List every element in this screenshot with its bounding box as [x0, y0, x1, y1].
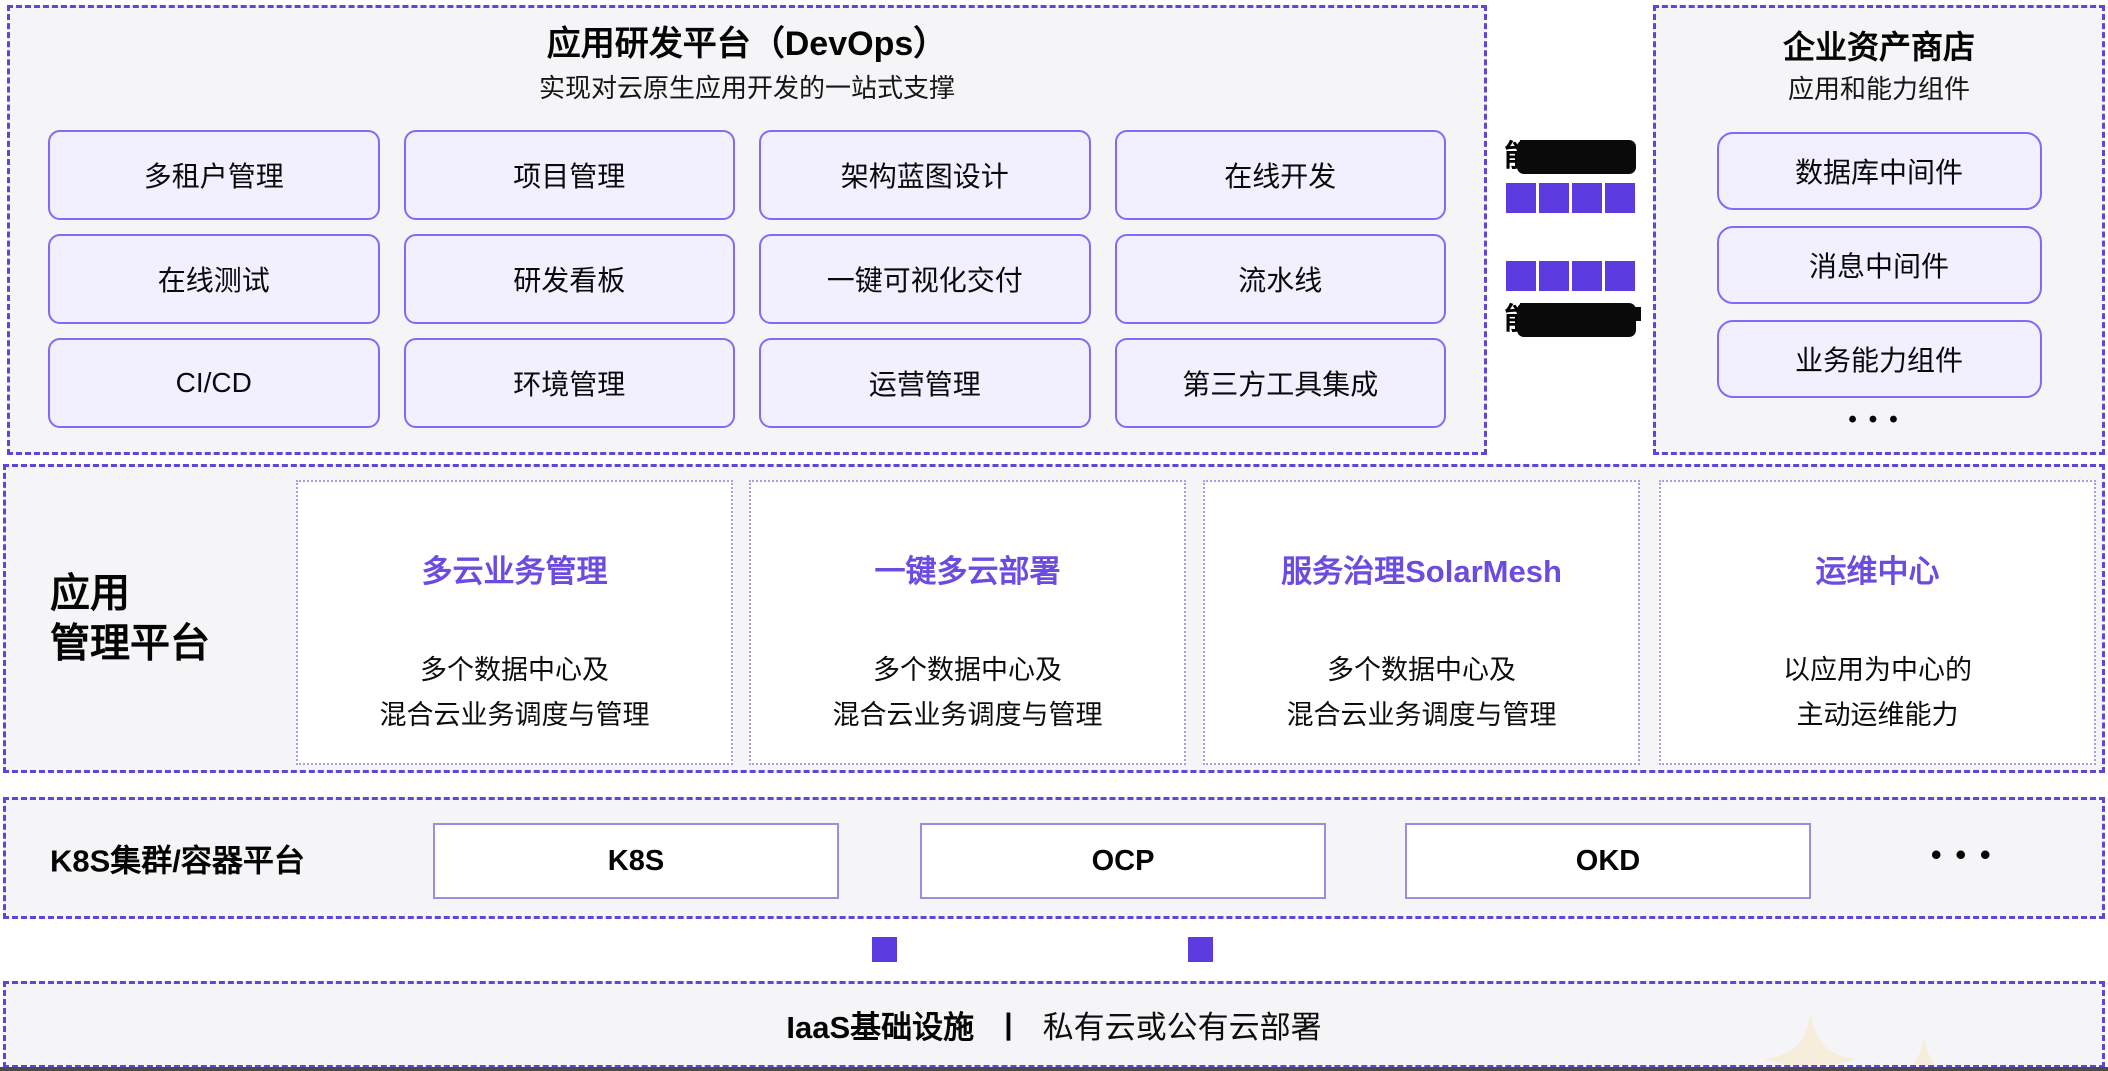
sparkle-decoration [1763, 1012, 1858, 1065]
capability-pill-multi-tenant: 多租户管理 [48, 129, 380, 220]
card-description: 多个数据中心及 混合云业务调度与管理 [298, 648, 731, 737]
capability-pill-pipeline: 流水线 [1114, 233, 1446, 324]
card-one-click-deploy: 一键多云部署 多个数据中心及 混合云业务调度与管理 [749, 480, 1186, 765]
redaction-nub [1632, 307, 1641, 321]
capability-pill-dev-board: 研发看板 [403, 233, 735, 324]
app-management-label-line2: 管理平台 [50, 621, 210, 666]
asset-item-business-capability: 业务能力组件 [1716, 319, 2042, 398]
capability-pill-online-dev: 在线开发 [1114, 129, 1446, 220]
bottom-window-edge [0, 1067, 2108, 1071]
card-desc-line: 多个数据中心及 [420, 655, 609, 686]
purple-square [1505, 261, 1536, 291]
devops-panel-subtitle: 实现对云原生应用开发的一站式支撑 [538, 72, 955, 103]
card-title: 服务治理SolarMesh [1281, 554, 1562, 589]
k8s-band-label: K8S集群/容器平台 [50, 843, 305, 879]
purple-square [1538, 261, 1569, 291]
asset-item-message-middleware: 消息中间件 [1716, 225, 2042, 304]
card-description: 多个数据中心及 混合云业务调度与管理 [751, 648, 1184, 737]
iaas-deploy-label: 私有云或公有云部署 [1042, 1010, 1322, 1045]
exchange-squares-row-top [1505, 183, 1635, 213]
sparkle-decoration [1912, 1036, 1936, 1065]
card-desc-line: 多个数据中心及 [873, 655, 1062, 686]
exchange-top-label: 能 [1504, 140, 1636, 174]
asset-store-subtitle: 应用和能力组件 [1787, 74, 1970, 105]
asset-item-database-middleware: 数据库中间件 [1716, 131, 2042, 210]
exchange-bottom-label: 能 [1504, 303, 1641, 337]
asset-store-title: 企业资产商店 [1782, 29, 1975, 65]
purple-square [1571, 261, 1602, 291]
app-management-band: 应用 管理平台 多云业务管理 多个数据中心及 混合云业务调度与管理 一键多云部署… [3, 464, 2105, 773]
k8s-box: K8S [433, 823, 839, 899]
asset-more-dots: ••• [1848, 405, 1910, 433]
card-desc-line: 混合云业务调度与管理 [1286, 699, 1557, 730]
purple-square [1571, 183, 1602, 213]
capability-pill-visual-delivery: 一键可视化交付 [759, 233, 1091, 324]
exchange-squares-row-bottom [1505, 261, 1635, 291]
capability-exchange-column: 能 能 [1487, 5, 1653, 455]
card-service-governance: 服务治理SolarMesh 多个数据中心及 混合云业务调度与管理 [1203, 480, 1640, 765]
connector-square [1188, 937, 1213, 962]
card-desc-line: 混合云业务调度与管理 [832, 699, 1103, 730]
connector-square [872, 937, 897, 962]
card-title: 运维中心 [1815, 554, 1940, 589]
devops-panel-title: 应用研发平台（DevOps） [546, 25, 948, 63]
card-desc-line: 多个数据中心及 [1327, 655, 1516, 686]
card-desc-line: 以应用为中心的 [1783, 655, 1972, 686]
purple-square [1604, 183, 1635, 213]
card-desc-line: 主动运维能力 [1796, 699, 1959, 730]
redaction-bar [1517, 303, 1641, 337]
card-title: 一键多云部署 [874, 554, 1061, 589]
k8s-more-dots: ••• [1931, 838, 2005, 872]
capability-pill-online-test: 在线测试 [48, 233, 380, 324]
card-description: 多个数据中心及 混合云业务调度与管理 [1205, 648, 1638, 737]
capability-pill-third-party: 第三方工具集成 [1114, 337, 1446, 428]
card-multicloud-business: 多云业务管理 多个数据中心及 混合云业务调度与管理 [296, 480, 733, 765]
app-management-label: 应用 管理平台 [50, 568, 210, 669]
redaction-bar [1517, 140, 1636, 174]
okd-box: OKD [1405, 823, 1811, 899]
iaas-divider: | [1004, 1007, 1013, 1041]
capability-pill-ops-mgmt: 运营管理 [759, 337, 1091, 428]
card-ops-center: 运维中心 以应用为中心的 主动运维能力 [1659, 480, 2096, 765]
iaas-band-label: IaaS基础设施 [786, 1010, 975, 1045]
capability-pill-cicd: CI/CD [48, 337, 380, 428]
purple-square [1505, 183, 1536, 213]
k8s-band: K8S集群/容器平台 K8S OCP OKD ••• [3, 797, 2105, 919]
devops-platform-panel: 应用研发平台（DevOps） 实现对云原生应用开发的一站式支撑 多租户管理 项目… [7, 5, 1487, 455]
asset-store-panel: 企业资产商店 应用和能力组件 数据库中间件 消息中间件 业务能力组件 ••• [1653, 5, 2105, 455]
capability-pill-blueprint-design: 架构蓝图设计 [759, 129, 1091, 220]
capability-pill-project-mgmt: 项目管理 [403, 129, 735, 220]
iaas-band: IaaS基础设施 | 私有云或公有云部署 [3, 981, 2105, 1068]
card-title: 多云业务管理 [421, 554, 608, 589]
card-description: 以应用为中心的 主动运维能力 [1661, 648, 2094, 737]
app-management-label-line1: 应用 [50, 571, 130, 616]
capability-pill-env-mgmt: 环境管理 [403, 337, 735, 428]
devops-capability-grid: 多租户管理 项目管理 架构蓝图设计 在线开发 在线测试 研发看板 一键可视化交付… [10, 104, 1484, 428]
card-desc-line: 混合云业务调度与管理 [379, 699, 650, 730]
ocp-box: OCP [920, 823, 1326, 899]
purple-square [1604, 261, 1635, 291]
purple-square [1538, 183, 1569, 213]
